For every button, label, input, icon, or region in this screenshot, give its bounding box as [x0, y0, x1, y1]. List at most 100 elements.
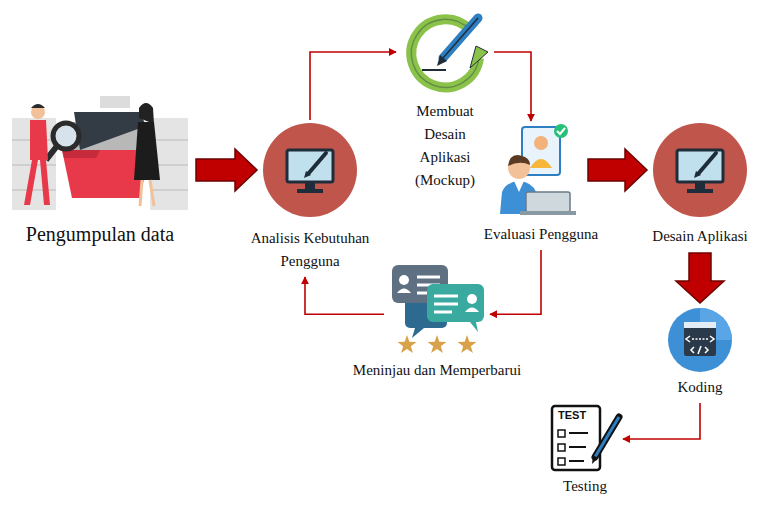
- process-node: Koding: [668, 308, 732, 372]
- testing-icon: [552, 406, 619, 470]
- data-collection-illustration-part: [30, 120, 48, 160]
- user-evaluation-icon-part: [520, 211, 576, 215]
- data-collection-illustration-part: [31, 104, 45, 108]
- data-collection-illustration-part: [12, 189, 56, 191]
- analysis-icon-part: [305, 182, 315, 190]
- design-mockup-icon-part: [443, 18, 478, 58]
- user-evaluation-icon-part: [554, 124, 568, 138]
- block-arrow: [588, 149, 647, 191]
- flow-arrow: [623, 403, 700, 439]
- app-design-icon-part: [677, 150, 723, 182]
- analysis-icon-part: [297, 189, 323, 193]
- coding-icon-part: [684, 322, 716, 328]
- coding-icon-part: [668, 308, 732, 372]
- testing-icon-part: [569, 432, 588, 434]
- testing-icon-part: [595, 417, 619, 457]
- testing-icon-part: [552, 406, 600, 470]
- testing-icon-part: [595, 417, 619, 457]
- flow-arrow: [490, 250, 541, 314]
- data-collection-illustration-part: [31, 105, 45, 119]
- node-caption: Koding: [665, 376, 735, 399]
- testing-icon-part: [558, 458, 565, 465]
- design-mockup-icon-part: [443, 18, 478, 58]
- review-icon-part: [427, 335, 446, 353]
- review-icon: [392, 265, 484, 353]
- data-collection-illustration: [12, 96, 188, 210]
- app-design-icon-part: [695, 182, 705, 190]
- block-arrow: [196, 149, 257, 191]
- node-label: Membuat Desain Aplikasi (Mockup): [409, 100, 481, 192]
- review-icon-part: [427, 284, 484, 322]
- review-icon-part: [397, 289, 411, 294]
- data-collection-illustration-part: [150, 189, 188, 191]
- coding-icon-part: [692, 338, 708, 340]
- node-label: Evaluasi Pengguna: [466, 223, 616, 246]
- review-icon-part: [457, 335, 476, 353]
- data-collection-illustration-part: [74, 112, 146, 150]
- node-label: Testing: [545, 475, 625, 498]
- review-icon-part: [434, 311, 452, 314]
- design-mockup-icon-part: [422, 69, 446, 71]
- data-collection-illustration-part: [150, 180, 154, 206]
- app-design-icon: [653, 123, 747, 217]
- icon-label: TEST: [557, 410, 587, 421]
- data-collection-illustration-part: [24, 160, 38, 205]
- coding-icon-part: [705, 347, 708, 353]
- user-evaluation-icon-part: [557, 128, 565, 134]
- data-collection-illustration-part: [140, 180, 142, 206]
- user-evaluation-icon: [500, 124, 576, 215]
- flow-arrow: [310, 52, 396, 120]
- process-node: Analisis Kebutuhan Pengguna: [263, 123, 357, 217]
- app-design-icon-part: [694, 171, 701, 178]
- node-label: Pengumpulan data: [5, 222, 195, 246]
- review-icon-part: [467, 294, 477, 304]
- design-mockup-icon-part: [470, 46, 488, 68]
- review-icon-part: [412, 328, 424, 338]
- node-caption: Analisis Kebutuhan Pengguna: [244, 227, 376, 273]
- user-evaluation-icon-part: [514, 181, 524, 192]
- node-caption: Pengumpulan data: [5, 222, 195, 246]
- data-collection-illustration-part: [134, 122, 160, 180]
- node-caption: Desain Aplikasi: [644, 225, 756, 248]
- node-caption: Meninjau dan Memperbarui: [337, 359, 537, 382]
- node-label: Analisis Kebutuhan Pengguna: [244, 227, 376, 273]
- flow-arrow: [305, 277, 384, 314]
- process-node: Evaluasi Pengguna: [500, 125, 582, 217]
- review-icon-part: [399, 275, 409, 285]
- node-label: Meninjau dan Memperbarui: [337, 359, 537, 382]
- coding-icon-part: [684, 322, 716, 356]
- testing-icon-part: [569, 460, 584, 462]
- analysis-icon: [263, 123, 357, 217]
- analysis-icon-part: [304, 171, 311, 178]
- data-collection-illustration-part: [53, 123, 79, 149]
- process-node: Pengumpulan data: [10, 92, 190, 212]
- node-caption: Testing: [545, 475, 625, 498]
- app-design-icon-part: [653, 123, 747, 217]
- analysis-icon-part: [287, 150, 333, 182]
- data-collection-illustration-part: [12, 118, 56, 210]
- user-evaluation-icon-part: [534, 136, 548, 150]
- review-icon-part: [434, 303, 458, 306]
- user-evaluation-icon-part: [530, 159, 552, 168]
- process-node: Membuat Desain Aplikasi (Mockup): [400, 8, 490, 96]
- coding-icon-part: [710, 336, 714, 342]
- node-caption: Evaluasi Pengguna: [466, 223, 616, 246]
- node-label: Desain Aplikasi: [644, 225, 756, 248]
- review-icon-part: [465, 308, 479, 313]
- review-icon-part: [397, 335, 416, 353]
- testing-icon-part: [558, 430, 565, 437]
- process-node: Meninjau dan Memperbarui: [388, 262, 486, 357]
- coding-icon-part: [698, 346, 701, 354]
- review-icon-part: [417, 276, 440, 279]
- node-caption: Membuat Desain Aplikasi (Mockup): [409, 100, 481, 192]
- data-collection-illustration-part: [100, 96, 130, 108]
- node-label: Koding: [665, 376, 735, 399]
- design-mockup-icon: [411, 18, 488, 87]
- data-collection-illustration-part: [139, 103, 154, 124]
- coding-icon-part: [686, 336, 690, 342]
- analysis-icon-part: [263, 123, 357, 217]
- coding-icon: [668, 308, 732, 372]
- user-evaluation-icon-part: [526, 192, 570, 212]
